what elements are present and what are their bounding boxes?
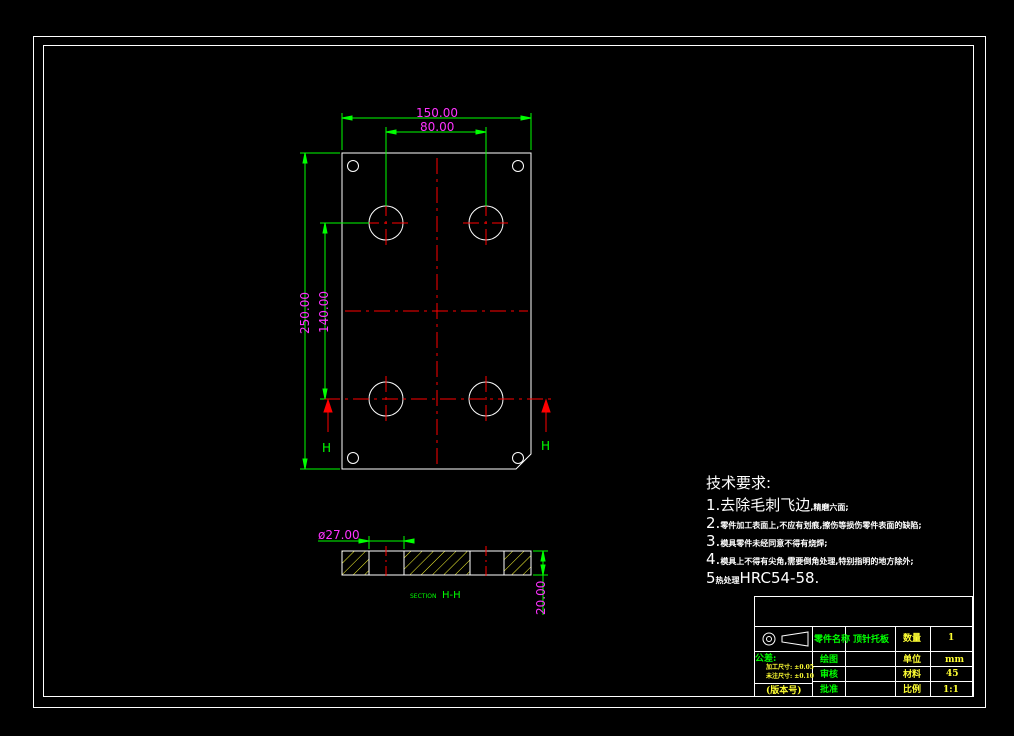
section-outline [341,550,532,576]
section-hatch-3 [503,550,532,576]
tb-quantity-label: 数量 [903,632,921,644]
sheet-inner-border [43,45,974,697]
dim-thickness: 20.00 [534,581,548,615]
tb-version-label: (版本号) [766,684,802,696]
tb-material-label: 材料 [902,668,921,680]
section-caption-small: SECTION [410,593,436,600]
centerlines [324,158,552,466]
corner-hole-bl [347,452,359,464]
corner-hole-br [512,452,524,464]
dim-overall-height: 250.00 [298,292,312,334]
note-item-3: 3.模具零件未经同意不得有烧焊; [706,532,828,550]
plate-outline [341,152,532,470]
note-item-4: 4.模具上不得有尖角,需要倒角处理,特别指明的地方除外; [706,550,914,568]
section-view: ø27.00 20.00 SECTION H-H [318,528,548,615]
section-caption: H-H [442,590,461,601]
tb-part-name-label: 零件名称 [813,633,850,645]
tb-approve-label: 批准 [820,683,838,695]
title-block-text: 零件名称 顶针托板 数量 1 公差: 加工尺寸: ±0.05 未注尺寸: ±0.… [755,632,965,696]
sheet-outer-border [33,36,986,708]
dimension-lines [300,113,532,470]
projection-symbol-icon [762,631,809,647]
section-marker-right: H [541,439,550,453]
tb-part-name: 顶针托板 [853,633,890,645]
note-item-5: 5热处理HRC54-58. [706,569,819,587]
dim-hole-spacing-x: 80.00 [420,120,454,134]
corner-hole-tl [347,160,359,172]
plan-view: H H 150. [298,106,552,470]
tb-review-label: 审核 [820,668,838,680]
notes-heading: 技术要求: [706,474,771,492]
tb-tolerance-label: 公差: [755,652,776,664]
dim-overall-width: 150.00 [416,106,458,120]
tb-tolerance-line2: 未注尺寸: ±0.10 [766,672,814,680]
section-arrows [323,398,551,432]
title-block [754,596,973,697]
tb-unit-label: 单位 [903,653,921,665]
tb-unit: mm [945,655,965,665]
note-item-1: 1.去除毛刺飞边,精磨六面; [706,496,849,514]
section-hatch-1 [341,550,370,576]
tb-scale-label: 比例 [903,683,921,695]
tb-drawn-label: 绘图 [820,653,838,665]
tb-tolerance-line1: 加工尺寸: ±0.05 [765,663,814,671]
note-item-2: 2.零件加工表面上,不应有划痕,擦伤等损伤零件表面的缺陷; [706,514,922,532]
tb-material: 45 [946,669,959,679]
corner-hole-tr [512,160,524,172]
section-marker-left: H [322,441,331,455]
section-hatch-2 [403,550,471,576]
dim-hole-diameter: ø27.00 [318,528,360,542]
technical-notes: 技术要求: 1.去除毛刺飞边,精磨六面; 2.零件加工表面上,不应有划痕,擦伤等… [706,474,922,587]
dim-hole-spacing-y: 140.00 [317,291,331,333]
tb-scale: 1:1 [943,685,959,695]
tb-quantity: 1 [948,633,954,643]
